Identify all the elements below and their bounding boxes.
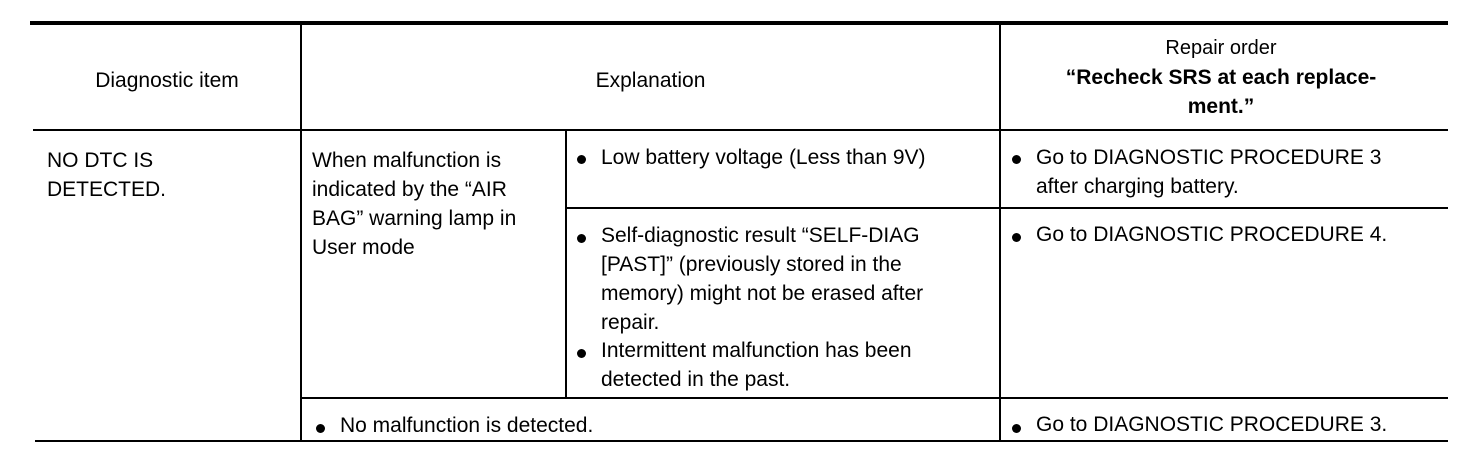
bullet-icon — [577, 234, 586, 243]
bullet-icon — [1012, 155, 1021, 164]
diagnostic-item-line1: NO DTC IS — [47, 149, 154, 172]
bullet-icon — [1012, 233, 1021, 242]
condition-line2: indicated by the “AIR — [312, 178, 507, 201]
header-explanation: Explanation — [595, 69, 706, 92]
condition-line4: User mode — [312, 236, 415, 259]
bullet-icon — [316, 424, 325, 433]
cause-intermittent-line2: detected in the past. — [601, 368, 791, 391]
header-repair-note-line2: ment.” — [1187, 95, 1255, 118]
cause-self-diag-line2: [PAST]” (previously stored in the — [601, 253, 902, 276]
col-divider-3 — [999, 25, 1001, 441]
table-top-border — [30, 21, 1448, 25]
subrow1-divider — [566, 207, 1448, 209]
repair-sub1-line1: Go to DIAGNOSTIC PROCEDURE 3 — [1036, 146, 1382, 169]
diagnostic-item-line2: DETECTED. — [47, 178, 167, 201]
condition-line3: BAG” warning lamp in — [312, 207, 517, 230]
header-bottom-border — [33, 129, 1448, 131]
cause-self-diag-line4: repair. — [601, 311, 660, 334]
col-divider-1 — [300, 25, 302, 441]
cause-low-battery: Low battery voltage (Less than 9V) — [601, 146, 926, 169]
bullet-icon — [1012, 424, 1021, 433]
header-diagnostic-item: Diagnostic item — [95, 69, 239, 92]
bullet-icon — [577, 155, 586, 164]
repair-sub3: Go to DIAGNOSTIC PROCEDURE 3. — [1036, 413, 1388, 436]
cause-no-malfunction: No malfunction is detected. — [340, 414, 594, 437]
repair-sub1-line2: after charging battery. — [1036, 175, 1239, 198]
col-divider-2 — [565, 130, 567, 398]
cause-self-diag-line3: memory) might not be erased after — [601, 282, 924, 305]
header-repair-order: Repair order — [1165, 37, 1277, 59]
bullet-icon — [577, 349, 586, 358]
repair-sub2: Go to DIAGNOSTIC PROCEDURE 4. — [1036, 223, 1388, 246]
condition-line1: When malfunction is — [312, 149, 502, 172]
cause-intermittent-line1: Intermittent malfunction has been — [601, 339, 912, 362]
cause-self-diag-line1: Self-diagnostic result “SELF-DIAG — [601, 224, 920, 247]
subrow2-divider — [302, 397, 1448, 399]
table-bottom-border — [35, 440, 1448, 442]
header-repair-note-line1: “Recheck SRS at each replace- — [1065, 66, 1377, 89]
